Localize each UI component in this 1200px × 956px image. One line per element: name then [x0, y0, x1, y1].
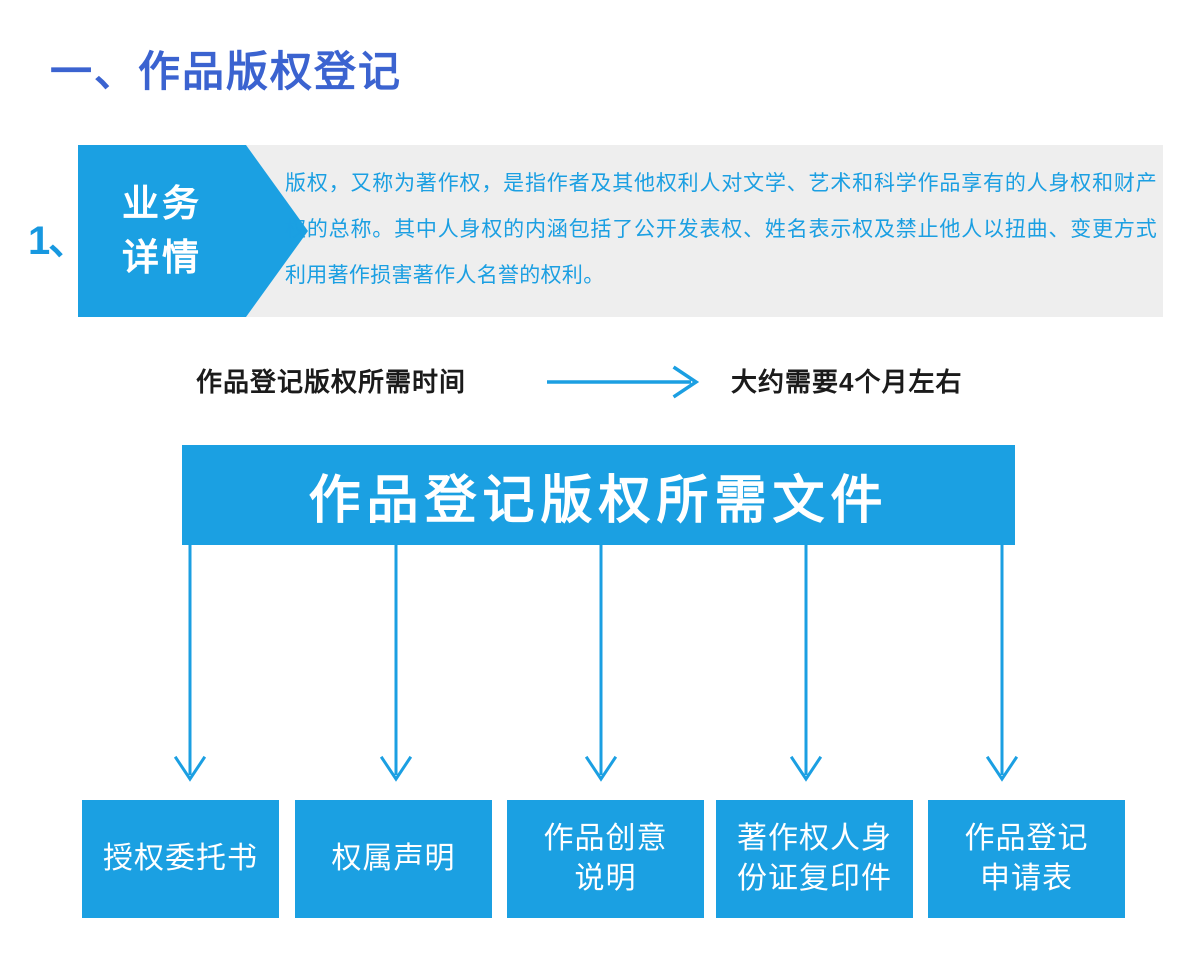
timing-row: 作品登记版权所需时间 大约需要4个月左右	[0, 362, 1200, 402]
documents-header: 作品登记版权所需文件	[182, 445, 1015, 545]
connector-arrow-1	[173, 545, 207, 782]
business-detail-tab-line1: 业务	[122, 183, 202, 225]
document-box[interactable]: 授权委托书	[82, 800, 279, 918]
business-detail-panel	[238, 145, 1163, 317]
document-box[interactable]: 作品登记申请表	[928, 800, 1125, 918]
document-box[interactable]: 权属声明	[295, 800, 492, 918]
documents-header-title: 作品登记版权所需文件	[308, 471, 889, 530]
page-title: 一、作品版权登记	[50, 48, 403, 95]
right-arrow-icon	[545, 364, 705, 405]
connector-arrow-5	[985, 545, 1019, 782]
business-detail-paragraph: 版权，又称为著作权，是指作者及其他权利人对文学、艺术和科学作品享有的人身权和财产…	[285, 172, 1157, 287]
document-box[interactable]: 作品创意说明	[507, 800, 704, 918]
connector-arrow-3	[584, 545, 618, 782]
connector-arrow-4	[789, 545, 823, 782]
business-detail-tab-label: 业务 详情	[78, 145, 246, 317]
document-box-list: 授权委托书 权属声明 作品创意说明 著作权人身份证复印件 作品登记申请表	[82, 800, 1126, 918]
business-detail-banner: 业务 详情 版权，又称为著作权，是指作者及其他权利人对文学、艺术和科学作品享有的…	[78, 145, 1163, 317]
timing-value: 大约需要4个月左右	[731, 367, 963, 397]
document-box[interactable]: 著作权人身份证复印件	[716, 800, 913, 918]
connector-arrow-2	[379, 545, 413, 782]
business-detail-tab-line2: 详情	[122, 237, 202, 278]
timing-label: 作品登记版权所需时间	[196, 367, 467, 397]
